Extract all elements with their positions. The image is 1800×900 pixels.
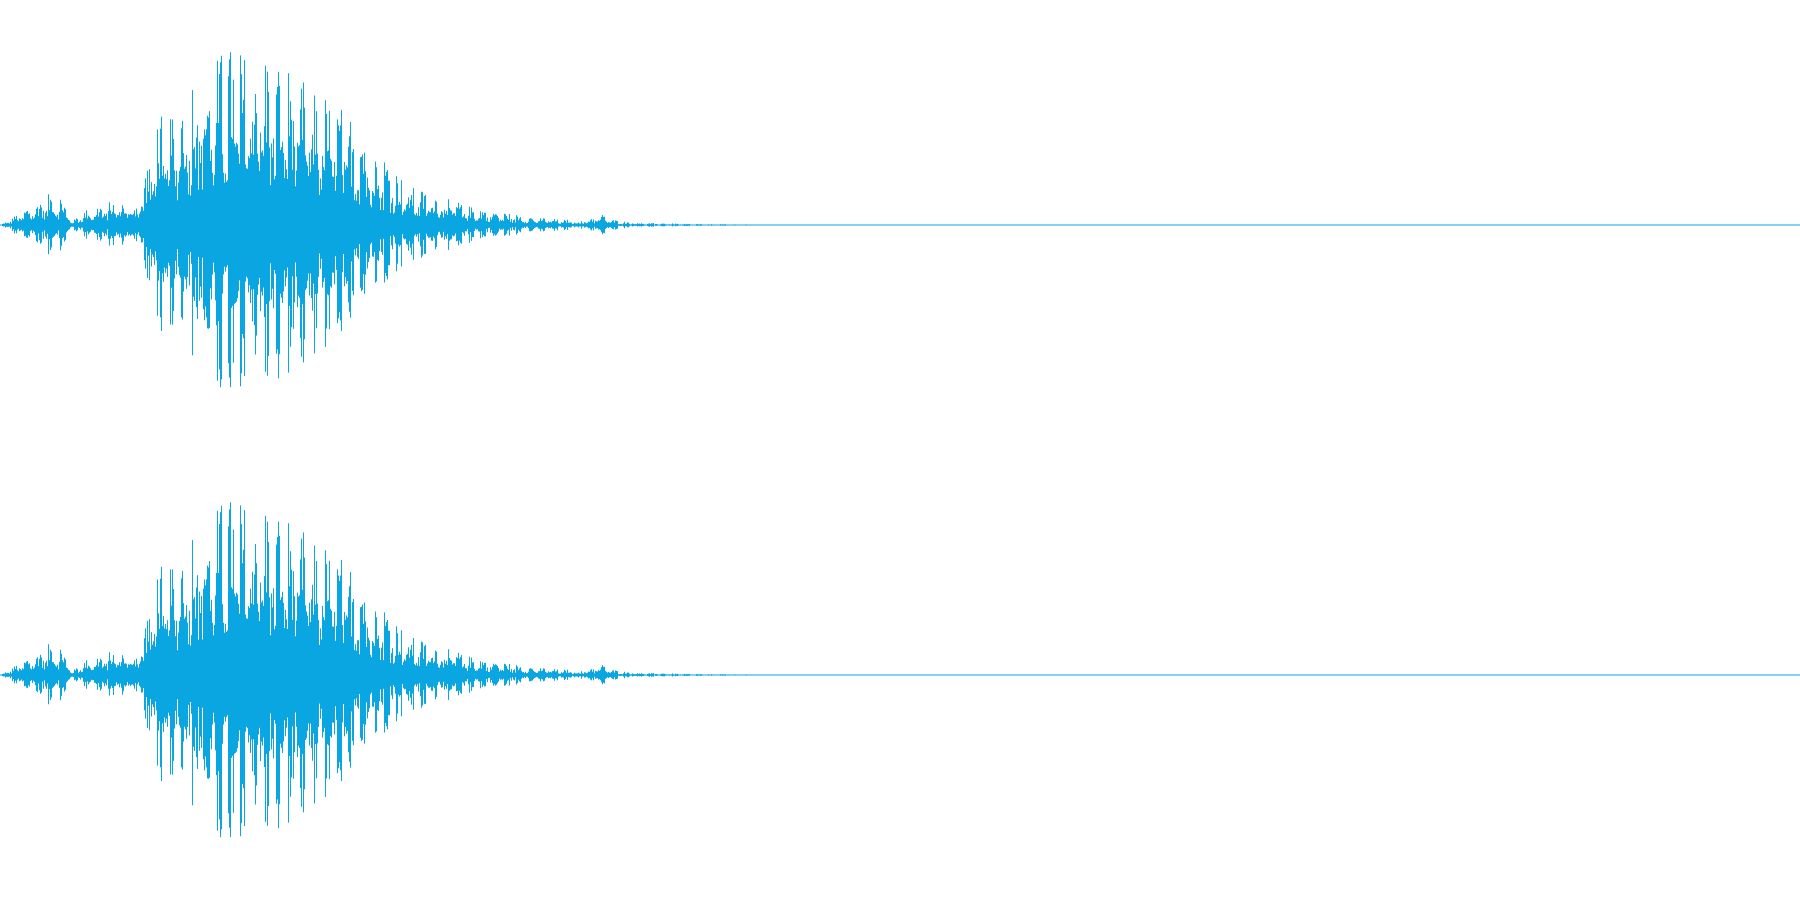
channel-2-waveform xyxy=(1,502,1309,838)
channel-1 xyxy=(0,52,1800,388)
channel-2 xyxy=(0,502,1800,838)
channel-1-waveform xyxy=(1,52,1309,388)
